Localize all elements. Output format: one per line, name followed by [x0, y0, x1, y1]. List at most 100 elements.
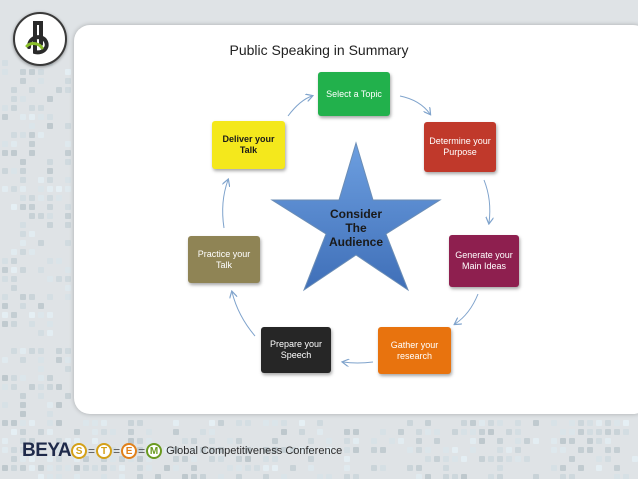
background-square: [83, 420, 89, 426]
background-square: [47, 195, 53, 201]
background-square: [29, 105, 35, 111]
background-square: [299, 420, 305, 426]
background-square: [56, 384, 62, 390]
background-square: [65, 141, 71, 147]
background-square: [416, 474, 422, 479]
background-square: [425, 447, 431, 453]
background-square: [173, 447, 179, 453]
background-square: [488, 429, 494, 435]
background-square: [137, 465, 143, 471]
background-square: [551, 420, 557, 426]
background-square: [596, 465, 602, 471]
background-square: [371, 447, 377, 453]
background-square: [56, 402, 62, 408]
background-square: [569, 456, 575, 462]
background-square: [65, 222, 71, 228]
background-square: [227, 438, 233, 444]
background-square: [11, 420, 17, 426]
background-square: [263, 420, 269, 426]
background-square: [452, 447, 458, 453]
background-square: [56, 348, 62, 354]
background-square: [11, 447, 17, 453]
background-square: [515, 456, 521, 462]
background-square: [2, 357, 8, 363]
background-square: [371, 438, 377, 444]
background-square: [596, 429, 602, 435]
background-square: [20, 456, 26, 462]
step-box-4: Gather your research: [378, 327, 451, 374]
background-square: [479, 420, 485, 426]
background-square: [497, 438, 503, 444]
background-square: [191, 474, 197, 479]
background-square: [128, 438, 134, 444]
background-square: [281, 447, 287, 453]
background-square: [47, 420, 53, 426]
background-square: [2, 186, 8, 192]
background-square: [425, 420, 431, 426]
background-square: [578, 429, 584, 435]
background-square: [47, 384, 53, 390]
background-square: [92, 438, 98, 444]
background-square: [578, 447, 584, 453]
background-square: [209, 456, 215, 462]
stem-badge-m: M: [146, 443, 163, 459]
background-square: [47, 312, 53, 318]
background-square: [20, 348, 26, 354]
background-square: [596, 456, 602, 462]
background-square: [560, 447, 566, 453]
background-square: [236, 465, 242, 471]
background-square: [29, 150, 35, 156]
background-square: [137, 438, 143, 444]
background-square: [47, 159, 53, 165]
background-square: [272, 420, 278, 426]
background-square: [182, 456, 188, 462]
background-square: [47, 474, 53, 479]
background-square: [47, 330, 53, 336]
background-square: [506, 447, 512, 453]
background-square: [29, 231, 35, 237]
background-square: [29, 87, 35, 93]
background-square: [2, 438, 8, 444]
background-square: [20, 447, 26, 453]
background-square: [344, 438, 350, 444]
background-square: [47, 186, 53, 192]
background-square: [146, 429, 152, 435]
background-square: [56, 87, 62, 93]
background-square: [605, 429, 611, 435]
background-square: [101, 420, 107, 426]
background-square: [506, 429, 512, 435]
footer-brand: BEYA S = T = E = M Global Competitivenes…: [22, 440, 342, 461]
background-square: [245, 456, 251, 462]
background-square: [47, 375, 53, 381]
center-label-line: The: [345, 221, 367, 235]
center-label: Consider The Audience: [316, 207, 396, 249]
background-square: [416, 465, 422, 471]
stem-badge-t: T: [96, 443, 113, 459]
background-square: [398, 438, 404, 444]
background-square: [326, 438, 332, 444]
background-square: [38, 393, 44, 399]
background-square: [488, 474, 494, 479]
background-square: [20, 303, 26, 309]
background-square: [461, 456, 467, 462]
background-square: [407, 447, 413, 453]
background-square: [65, 240, 71, 246]
background-square: [173, 429, 179, 435]
background-square: [614, 429, 620, 435]
background-square: [407, 465, 413, 471]
stem-badge-s: S: [71, 443, 88, 459]
background-square: [56, 276, 62, 282]
background-square: [263, 456, 269, 462]
background-square: [2, 60, 8, 66]
background-square: [425, 456, 431, 462]
background-square: [218, 456, 224, 462]
background-square: [434, 438, 440, 444]
background-square: [425, 429, 431, 435]
background-square: [137, 420, 143, 426]
background-square: [11, 168, 17, 174]
background-square: [533, 420, 539, 426]
background-square: [20, 177, 26, 183]
background-square: [11, 87, 17, 93]
background-square: [65, 69, 71, 75]
